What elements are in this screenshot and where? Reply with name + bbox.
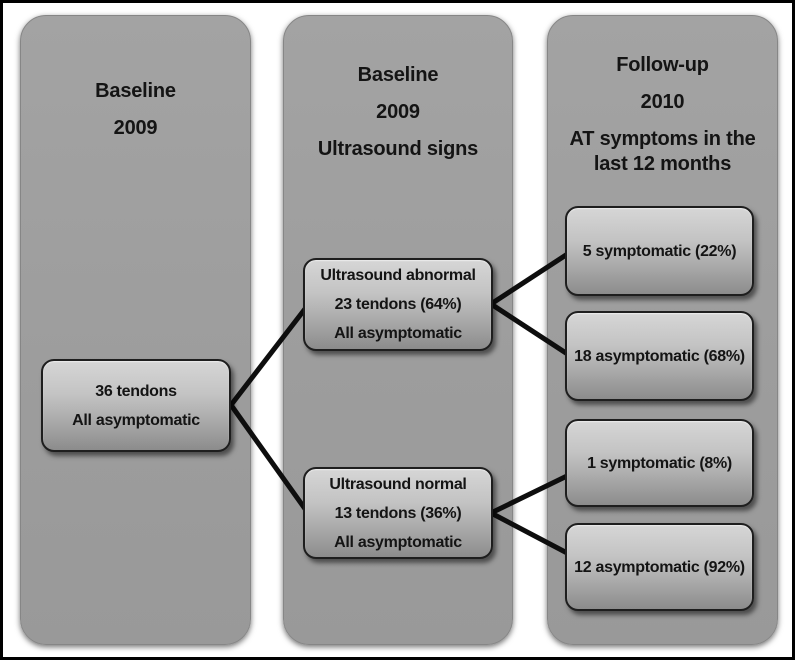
- node-text-line: 23 tendons (64%): [334, 296, 462, 313]
- node-text-line: All asymptomatic: [334, 533, 462, 551]
- node-text-line: Ultrasound abnormal: [320, 267, 476, 284]
- column-header-line: Follow-up: [616, 54, 709, 76]
- connector-root-abnormal: [228, 302, 311, 408]
- column-header-line: 2009: [113, 117, 158, 139]
- node-text-line: All asymptomatic: [72, 411, 200, 429]
- column-followup-header: Follow-up 2010 AT symptoms in the last 1…: [548, 16, 777, 177]
- column-header-line: AT symptoms in the last 12 months: [569, 128, 756, 175]
- node-ultrasound-abnormal: Ultrasound abnormal 23 tendons (64%) All…: [303, 258, 493, 351]
- column-ultrasound-header: Baseline 2009 Ultrasound signs: [284, 16, 512, 162]
- node-text-line: Ultrasound normal: [329, 475, 467, 493]
- column-header-line: Baseline: [95, 80, 176, 102]
- node-18-asymptomatic: 18 asymptomatic (68%): [565, 311, 754, 401]
- node-text-line: 5 symptomatic (22%): [582, 242, 737, 260]
- node-36-tendons: 36 tendons All asymptomatic: [41, 359, 231, 452]
- column-header-line: Baseline: [357, 64, 439, 86]
- column-baseline-header: Baseline 2009: [21, 16, 250, 141]
- node-12-asymptomatic: 12 asymptomatic (92%): [565, 523, 754, 611]
- column-header-line: 2010: [640, 91, 685, 113]
- node-text-line: 1 symptomatic (8%): [587, 454, 732, 472]
- connector-root-normal: [228, 402, 311, 516]
- node-5-symptomatic: 5 symptomatic (22%): [565, 206, 754, 296]
- node-1-symptomatic: 1 symptomatic (8%): [565, 419, 754, 507]
- connector-normal-asymptomatic: [488, 510, 572, 557]
- node-text-line: 36 tendons: [95, 382, 177, 400]
- connector-abnormal-symptomatic: [488, 250, 572, 307]
- node-text-line: 13 tendons (36%): [334, 504, 462, 522]
- column-header-line: Ultrasound signs: [317, 138, 479, 160]
- column-baseline-2009: Baseline 2009: [20, 15, 251, 645]
- connector-normal-symptomatic: [488, 472, 572, 516]
- node-ultrasound-normal: Ultrasound normal 13 tendons (36%) All a…: [303, 467, 493, 559]
- node-text-line: All asymptomatic: [334, 325, 462, 342]
- column-header-line: 2009: [376, 101, 420, 123]
- node-text-line: 12 asymptomatic (92%): [574, 558, 745, 576]
- node-text-line: 18 asymptomatic (68%): [574, 347, 745, 365]
- connector-abnormal-asymptomatic: [488, 301, 572, 358]
- connector-lines: [228, 250, 572, 557]
